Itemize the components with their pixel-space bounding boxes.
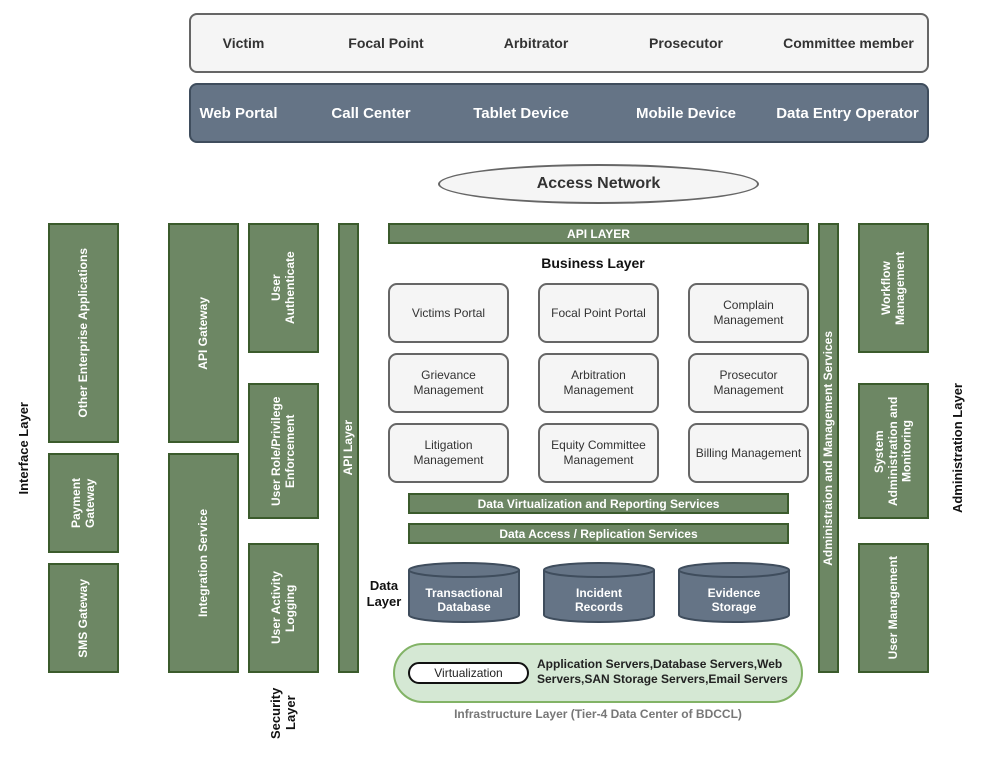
database-label: Incident Records [574,585,624,614]
interface-layer-label: Interface Layer [15,401,31,495]
actor-arbitrator: Arbitrator [503,35,569,51]
database-cylinder-icon [543,562,655,623]
actors-row: Victim Focal Point Arbitrator Prosecutor… [189,13,929,73]
database-evidence-storage: Evidence Storage [678,562,790,624]
module-arbitration-management: Arbitration Management [538,353,659,413]
actor-committee-member: Committee member [783,35,914,51]
infrastructure-servers: Application Servers,Database Servers,Web… [537,657,788,686]
channel-tablet-device: Tablet Device [473,104,569,122]
other-enterprise-applications: Other Enterprise Applications [48,223,119,443]
channel-call-center: Call Center [331,104,411,122]
module-litigation-management: Litigation Management [388,423,509,483]
module-victims-portal: Victims Portal [388,283,509,343]
sms-gateway: SMS Gateway [48,563,119,673]
data-virtualization-reporting-services: Data Virtualization and Reporting Servic… [408,493,789,514]
virtualization-pill: Virtualization [408,662,529,684]
database-transactional: Transactional Database [408,562,520,624]
user-activity-logging: User Activity Logging [248,543,319,673]
database-incident-records: Incident Records [543,562,655,624]
channel-data-entry-operator: Data Entry Operator [776,104,919,122]
infrastructure-caption: Infrastructure Layer (Tier-4 Data Center… [454,707,742,721]
user-management: User Management [858,543,929,673]
api-layer-top: API LAYER [388,223,809,244]
api-layer-vertical: API Layer [338,223,359,673]
database-cylinder-icon [408,562,520,623]
actor-prosecutor: Prosecutor [649,35,723,51]
module-grievance-management: Grievance Management [388,353,509,413]
integration-service: Integration Service [168,453,239,673]
channel-web-portal: Web Portal [199,104,278,122]
module-prosecutor-management: Prosecutor Management [688,353,809,413]
database-label: Evidence Storage [707,585,761,614]
business-layer-title: Business Layer [541,255,645,271]
payment-gateway: Payment Gateway [48,453,119,553]
module-complain-management: Complain Management [688,283,809,343]
administration-layer-label: Administration Layer [949,382,965,514]
channels-row: Web Portal Call Center Tablet Device Mob… [189,83,929,143]
access-network: Access Network [438,164,759,204]
channel-mobile-device: Mobile Device [635,104,737,122]
workflow-management: Workflow Management [858,223,929,353]
module-billing-management: Billing Management [688,423,809,483]
api-gateway: API Gateway [168,223,239,443]
actor-victim: Victim [222,35,265,51]
security-layer-label: Security Layer [268,687,298,739]
data-layer-label: Data Layer [366,577,402,609]
data-access-replication-services: Data Access / Replication Services [408,523,789,544]
system-administration-monitoring: System Administration and Monitoring [858,383,929,519]
user-authenticate: User Authenticate [248,223,319,353]
database-label: Transactional Database [425,585,503,614]
database-cylinder-icon [678,562,790,623]
module-focal-point-portal: Focal Point Portal [538,283,659,343]
user-role-privilege-enforcement: User Role/Privilege Enforcement [248,383,319,519]
module-equity-committee-management: Equity Committee Management [538,423,659,483]
administration-management-services: Administraion and Management Services [818,223,839,673]
actor-focal-point: Focal Point [348,35,424,51]
